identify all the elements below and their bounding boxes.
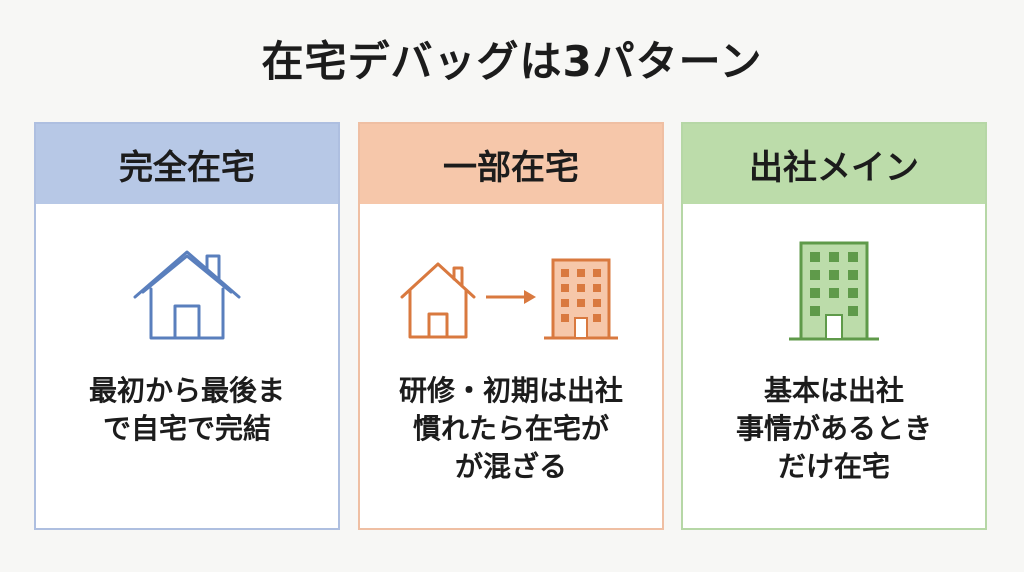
- pattern-card-full-remote: 完全在宅 最初から最後ま で自宅で完結: [34, 122, 340, 530]
- card-description: 基本は出社 事情があるとき だけ在宅: [735, 374, 932, 483]
- card-heading: 完全在宅: [36, 124, 338, 204]
- arrow-right-icon: [486, 289, 536, 304]
- page-title: 在宅デバッグは3パターン: [261, 37, 763, 86]
- house-icon: [36, 234, 338, 349]
- card-heading: 出社メイン: [683, 124, 985, 204]
- office-building-icon: [683, 234, 985, 349]
- card-description: 最初から最後ま で自宅で完結: [88, 374, 285, 445]
- card-heading: 一部在宅: [360, 124, 662, 204]
- card-description: 研修・初期は出社 慣れたら在宅が が混ざる: [398, 374, 623, 483]
- pattern-card-partial-remote: 一部在宅: [358, 122, 664, 530]
- house-icon: [400, 262, 476, 338]
- house-to-office-icon: [360, 234, 662, 349]
- pattern-card-office-main: 出社メイン 基本は出社 事情があるとき だけ在宅: [681, 122, 987, 530]
- office-building-icon: [544, 258, 618, 339]
